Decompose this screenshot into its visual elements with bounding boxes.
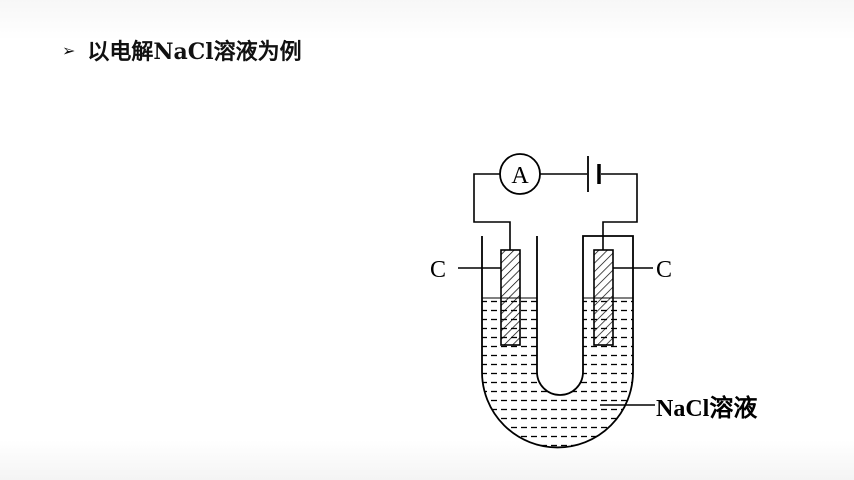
right-carbon-electrode [593, 249, 614, 346]
left-electrode-label: C [430, 257, 446, 283]
left-carbon-electrode [500, 249, 521, 346]
u-tube [481, 235, 634, 449]
right-electrode-label: C [656, 257, 672, 283]
arrow-bullet-icon: ➢ [62, 40, 76, 60]
battery-icon [587, 156, 601, 192]
left-wire [473, 173, 511, 250]
right-wire [601, 173, 638, 250]
ammeter-label: A [511, 163, 529, 189]
solution-label: NaCl溶液 [656, 394, 757, 422]
heading-text: 以电解NaCl溶液为例 [87, 39, 302, 65]
ammeter-icon: A [499, 153, 541, 195]
slide-heading: ➢ 以电解NaCl溶液为例 [62, 34, 302, 66]
